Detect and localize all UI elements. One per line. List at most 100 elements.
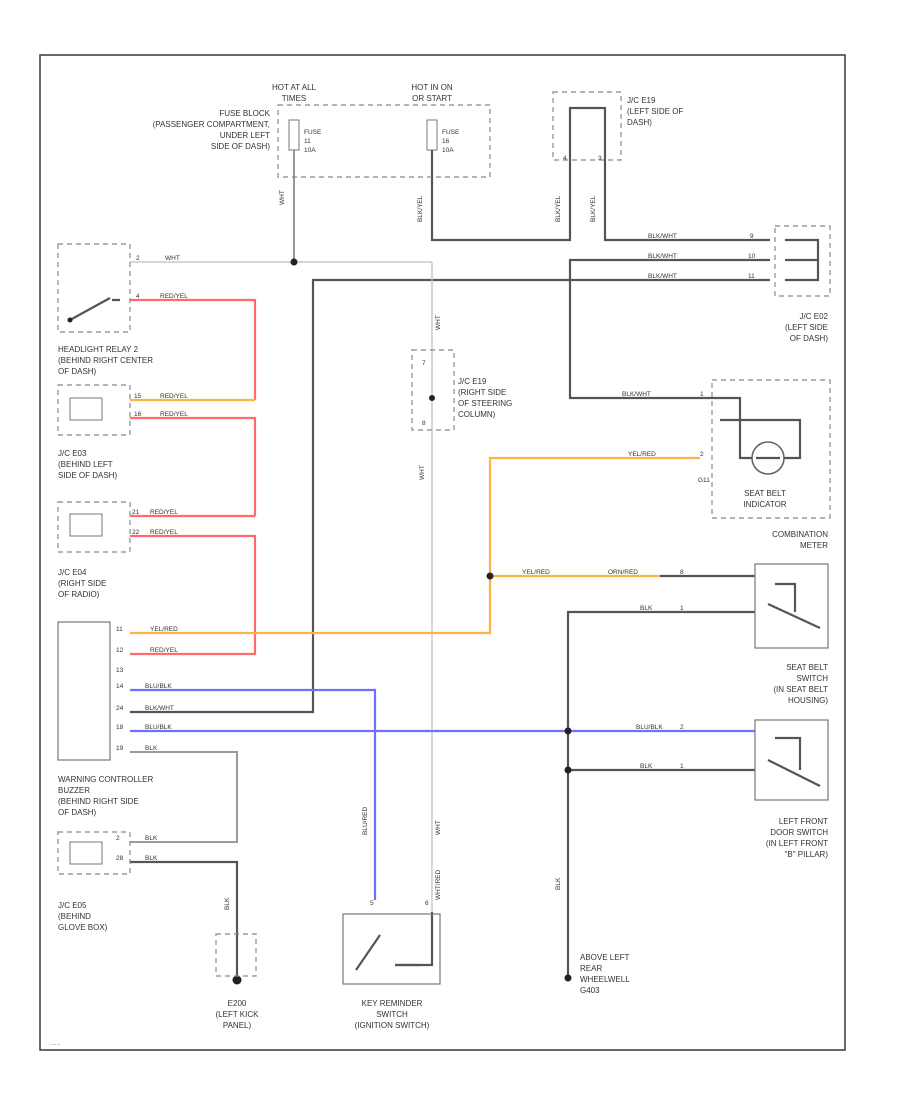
- combination-meter-label-1: COMBINATION: [772, 530, 828, 539]
- warning-controller-label-4: OF DASH): [58, 808, 97, 817]
- jc-e02-label-3: OF DASH): [790, 334, 829, 343]
- wire-red-yel-3: [130, 416, 257, 516]
- fuse-block-outline: [277, 104, 491, 178]
- wheelwell-label-3: WHEELWELL: [580, 975, 630, 984]
- jc-e19-right-outline: [411, 349, 455, 431]
- jc-e19-right-label-2: (RIGHT SIDE: [458, 388, 506, 397]
- jc-e05-label-2: (BEHIND: [58, 912, 91, 921]
- headlight-relay-label-1: HEADLIGHT RELAY 2: [58, 345, 139, 354]
- fuse-11: [288, 119, 300, 151]
- fuse-b-1: FUSE: [442, 129, 460, 136]
- wire-red-yel-1: [130, 298, 257, 400]
- warning-controller-label-1: WARNING CONTROLLER: [58, 775, 153, 784]
- wire-label-blk-wht-indicator: BLK/WHT: [622, 391, 651, 398]
- wire-label-yel-red-indicator: YEL/RED: [628, 451, 656, 458]
- wires: [130, 150, 770, 978]
- pin-warning-24: 24: [116, 705, 124, 712]
- jc-e03-outline: [57, 384, 131, 436]
- seat-belt-switch-label-2: SWITCH: [796, 674, 828, 683]
- jc-e19-right-label-1: J/C E19: [458, 377, 487, 386]
- fuse-block-label-4: SIDE OF DASH): [211, 142, 270, 151]
- fuse-b-2: 16: [442, 138, 450, 145]
- seat-belt-indicator-outline: [711, 379, 831, 519]
- wire-label-blk-3: BLK: [145, 855, 158, 862]
- wheelwell-label-4: G403: [580, 986, 600, 995]
- wire-label-blu-blk-door: BLU/BLK: [636, 724, 663, 731]
- key-reminder-contact: [355, 934, 420, 971]
- wire-label-blu-blk-1: BLU/BLK: [145, 683, 172, 690]
- wire-key-reminder: [395, 912, 434, 967]
- door-switch-label-2: DOOR SWITCH: [770, 828, 828, 837]
- wire-jc-e19-to-e02-1: [603, 150, 770, 242]
- wire-label-blk-wht-left: BLK/WHT: [145, 705, 174, 712]
- seat-belt-switch-label-3: (IN SEAT BELT: [773, 685, 828, 694]
- ground-e200-label-3: PANEL): [223, 1021, 252, 1030]
- wire-label-wht-fuse: WHT: [279, 190, 286, 205]
- splice-jc-e19: [429, 395, 435, 401]
- jc-e05-outline: [57, 831, 131, 875]
- fuse-a-1: FUSE: [304, 129, 322, 136]
- hot-in-on-2: OR START: [412, 94, 452, 103]
- splices: [232, 258, 572, 985]
- door-switch-label-1: LEFT FRONT: [779, 817, 828, 826]
- wire-blk-ground: [130, 860, 239, 978]
- wire-red-yel-5: [130, 534, 257, 656]
- pin-indicator-1: 1: [700, 391, 704, 398]
- pin-warning-12: 12: [116, 647, 124, 654]
- key-reminder-switch: [342, 913, 441, 985]
- pin-warning-18: 18: [116, 724, 124, 731]
- seat-belt-indicator-label-2: INDICATOR: [743, 500, 786, 509]
- fuse-16: [426, 119, 438, 151]
- pin-meter-8: 8: [680, 569, 684, 576]
- jc-e19-top-label-2: (LEFT SIDE OF: [627, 107, 683, 116]
- key-reminder-label-3: (IGNITION SWITCH): [355, 1021, 430, 1030]
- jc-e05-terminal: [69, 841, 103, 865]
- wire-label-blu-blk-2: BLU/BLK: [145, 724, 172, 731]
- combination-meter-contact: [767, 582, 821, 629]
- wire-label-blk-seatbelt: BLK: [640, 605, 653, 612]
- wire-label-wht-vert-3: WHT: [435, 820, 442, 835]
- headlight-relay-outline: [57, 243, 131, 333]
- door-switch: [754, 719, 829, 801]
- wire-label-blk-wht-e02-2: BLK/WHT: [648, 253, 677, 260]
- pin-meter-1: 1: [680, 605, 684, 612]
- seat-belt-indicator: [700, 379, 831, 519]
- jc-e05: [57, 831, 131, 875]
- wire-label-red-yel-6: RED/YEL: [150, 647, 178, 654]
- splice-blk-2: [564, 766, 572, 774]
- hot-at-all-2: TIMES: [282, 94, 306, 103]
- fuse-block-label-2: (PASSENGER COMPARTMENT,: [153, 120, 270, 129]
- wire-label-red-yel-1: RED/YEL: [160, 293, 188, 300]
- wire-label-red-yel-5: RED/YEL: [150, 529, 178, 536]
- door-switch-label-3: (IN LEFT FRONT: [766, 839, 828, 848]
- wire-label-blk-door: BLK: [640, 763, 653, 770]
- wire-label-orn-red-meter: ORN/RED: [608, 569, 638, 576]
- pin-indicator-2: 2: [700, 451, 704, 458]
- jc-e19-top-outline: [552, 91, 622, 161]
- seat-belt-indicator-label-1: SEAT BELT: [744, 489, 786, 498]
- figure-id: ·····: [50, 1041, 61, 1048]
- splice-wht: [290, 258, 298, 266]
- jc-e05-label-3: GLOVE BOX): [58, 923, 108, 932]
- diagram-frame: [39, 54, 846, 1051]
- jc-e19-top: [552, 91, 622, 161]
- pin-warning-14: 14: [116, 683, 124, 690]
- pin-jc-e19-top-a: 4: [563, 155, 567, 162]
- pin-jc-e19-right-b: 8: [422, 420, 426, 427]
- wire-yel-red-main: [130, 456, 700, 635]
- jc-e02-bus: [785, 238, 820, 282]
- pin-jc-e19-top-b: 3: [598, 155, 602, 162]
- jc-e02-label-1: J/C E02: [800, 312, 829, 321]
- wire-label-blk-1: BLK: [145, 745, 158, 752]
- wheelwell-label-1: ABOVE LEFT: [580, 953, 629, 962]
- wire-label-blu-red-key: BLU/RED: [362, 807, 369, 835]
- wire-label-wht-bus: WHT: [165, 255, 180, 262]
- combination-meter-label-2: METER: [800, 541, 828, 550]
- pin-warning-11: 11: [116, 626, 123, 633]
- jc-e04-label-3: OF RADIO): [58, 590, 100, 599]
- ground-e200-outline: [215, 933, 257, 977]
- pin-relay-2: 2: [136, 255, 140, 262]
- fuse-b-3: 10A: [442, 147, 454, 154]
- combination-meter-outline: [754, 563, 829, 649]
- wire-label-blk-yel-e19a: BLK/YEL: [555, 195, 562, 222]
